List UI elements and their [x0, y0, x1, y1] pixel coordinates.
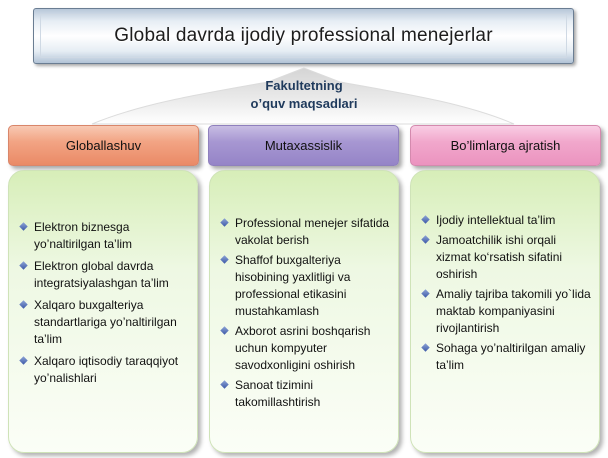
diamond-bullet-icon — [421, 215, 430, 224]
column-box-mutaxassislik: Professional menejer sifatida vakolat be… — [209, 170, 399, 453]
category-bolimlarga-ajratish: Bo’limlarga ajratish — [410, 125, 601, 166]
list-item: Elektron biznesga yo’naltirilgan ta’lim — [19, 219, 191, 253]
goal-list: Elektron biznesga yo’naltirilgan ta’lim … — [19, 219, 191, 392]
list-item-text: Elektron biznesga yo’naltirilgan ta’lim — [34, 220, 133, 251]
list-item-text: Amaliy tajriba takomili yo`lida maktab k… — [436, 287, 591, 335]
list-item-text: Axborot asrini boshqarish uchun kompyute… — [235, 324, 371, 372]
list-item-text: Shaffof buxgalteriya hisobining yaxlitli… — [235, 253, 351, 318]
diamond-bullet-icon — [220, 255, 229, 264]
list-item-text: Xalqaro iqtisodiy taraqqiyot yo’nalishla… — [34, 354, 179, 385]
list-item-text: Sohaga yo’naltirilgan amaliy ta’lim — [436, 341, 586, 372]
diamond-bullet-icon — [19, 261, 28, 270]
diamond-bullet-icon — [421, 289, 430, 298]
list-item: Jamoatchilik ishi orqali xizmat ko‘rsati… — [421, 232, 593, 283]
diamond-bullet-icon — [220, 218, 229, 227]
list-item-text: Xalqaro buxgalteriya standartlariga yo’n… — [34, 298, 177, 346]
list-item: Professional menejer sifatida vakolat be… — [220, 215, 392, 249]
goal-list: Professional menejer sifatida vakolat be… — [220, 215, 392, 414]
list-item-text: Jamoatchilik ishi orqali xizmat ko‘rsati… — [436, 233, 563, 281]
category-globallashuv: Globallashuv — [8, 125, 199, 166]
list-item: Amaliy tajriba takomili yo`lida maktab k… — [421, 286, 593, 337]
list-item: Xalqaro iqtisodiy taraqqiyot yo’nalishla… — [19, 353, 191, 387]
column-box-bolimlarga-ajratish: Ijodiy intellektual ta’lim Jamoatchilik … — [410, 170, 600, 453]
list-item: Shaffof buxgalteriya hisobining yaxlitli… — [220, 252, 392, 320]
list-item: Sanoat tizimini takomillashtirish — [220, 377, 392, 411]
diamond-bullet-icon — [220, 380, 229, 389]
list-item-text: Elektron global davrda integratsiyalashg… — [34, 259, 169, 290]
goal-list: Ijodiy intellektual ta’lim Jamoatchilik … — [421, 212, 593, 377]
subtitle-line-1: Fakultetning — [265, 78, 343, 93]
category-mutaxassislik: Mutaxassislik — [208, 125, 399, 166]
diamond-bullet-icon — [19, 356, 28, 365]
diamond-bullet-icon — [421, 343, 430, 352]
diamond-bullet-icon — [421, 235, 430, 244]
subtitle-line-2: o’quv maqsadlari — [250, 96, 358, 111]
list-item-text: Sanoat tizimini takomillashtirish — [235, 378, 321, 409]
column-box-globallashuv: Elektron biznesga yo’naltirilgan ta’lim … — [8, 170, 198, 453]
list-item: Ijodiy intellektual ta’lim — [421, 212, 593, 229]
branching-arrow-shape — [91, 67, 515, 125]
list-item-text: Ijodiy intellektual ta’lim — [436, 213, 556, 227]
diagram-title: Global davrda ijodiy professional meneje… — [114, 25, 493, 46]
diamond-bullet-icon — [19, 222, 28, 231]
title-banner: Global davrda ijodiy professional meneje… — [33, 8, 574, 64]
diamond-bullet-icon — [220, 326, 229, 335]
list-item: Elektron global davrda integratsiyalashg… — [19, 258, 191, 292]
list-item: Sohaga yo’naltirilgan amaliy ta’lim — [421, 340, 593, 374]
list-item: Axborot asrini boshqarish uchun kompyute… — [220, 323, 392, 374]
list-item-text: Professional menejer sifatida vakolat be… — [235, 216, 390, 247]
list-item: Xalqaro buxgalteriya standartlariga yo’n… — [19, 297, 191, 348]
title-inner: Global davrda ijodiy professional meneje… — [40, 14, 567, 58]
subtitle: Fakultetning o’quv maqsadlari — [204, 77, 404, 113]
diamond-bullet-icon — [19, 300, 28, 309]
